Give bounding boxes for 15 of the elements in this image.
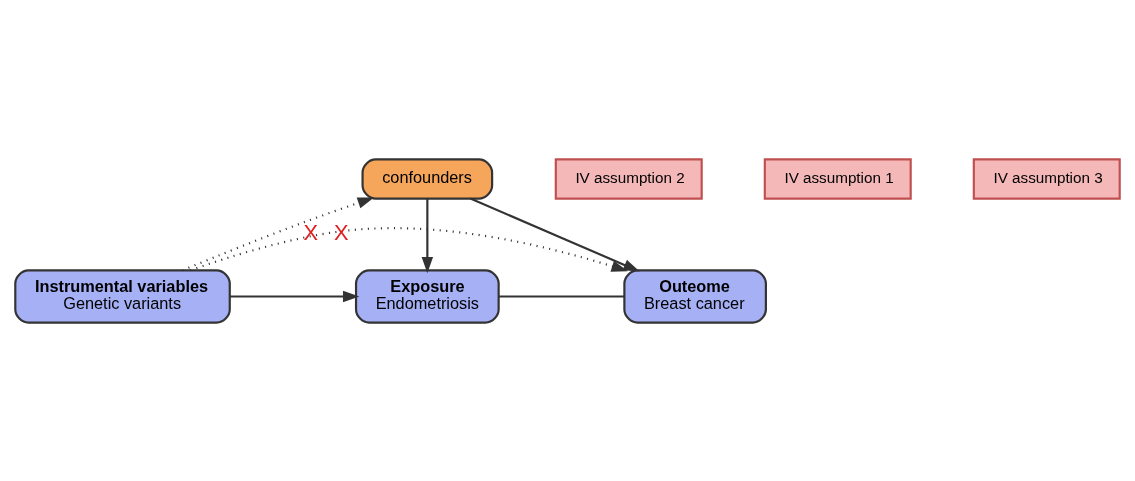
arrow — [182, 196, 375, 271]
node-box: Exposure Endometriosis — [354, 268, 500, 324]
node-box: IV assumption 2 — [554, 157, 703, 200]
arrow — [230, 290, 360, 302]
connector — [499, 294, 625, 298]
node-box: Outeome Breast cancer — [623, 268, 767, 324]
arrow — [421, 198, 434, 273]
arrow — [189, 226, 628, 272]
edge-label: X — [334, 219, 349, 245]
node-box: confounders — [361, 157, 494, 200]
node-box: IV assumption 3 — [972, 157, 1121, 200]
arrow — [469, 197, 640, 272]
node-box: Instrumental variables Genetic variants — [14, 268, 231, 324]
edge-label: X — [303, 219, 319, 245]
node-box: IV assumption 1 — [763, 157, 912, 200]
